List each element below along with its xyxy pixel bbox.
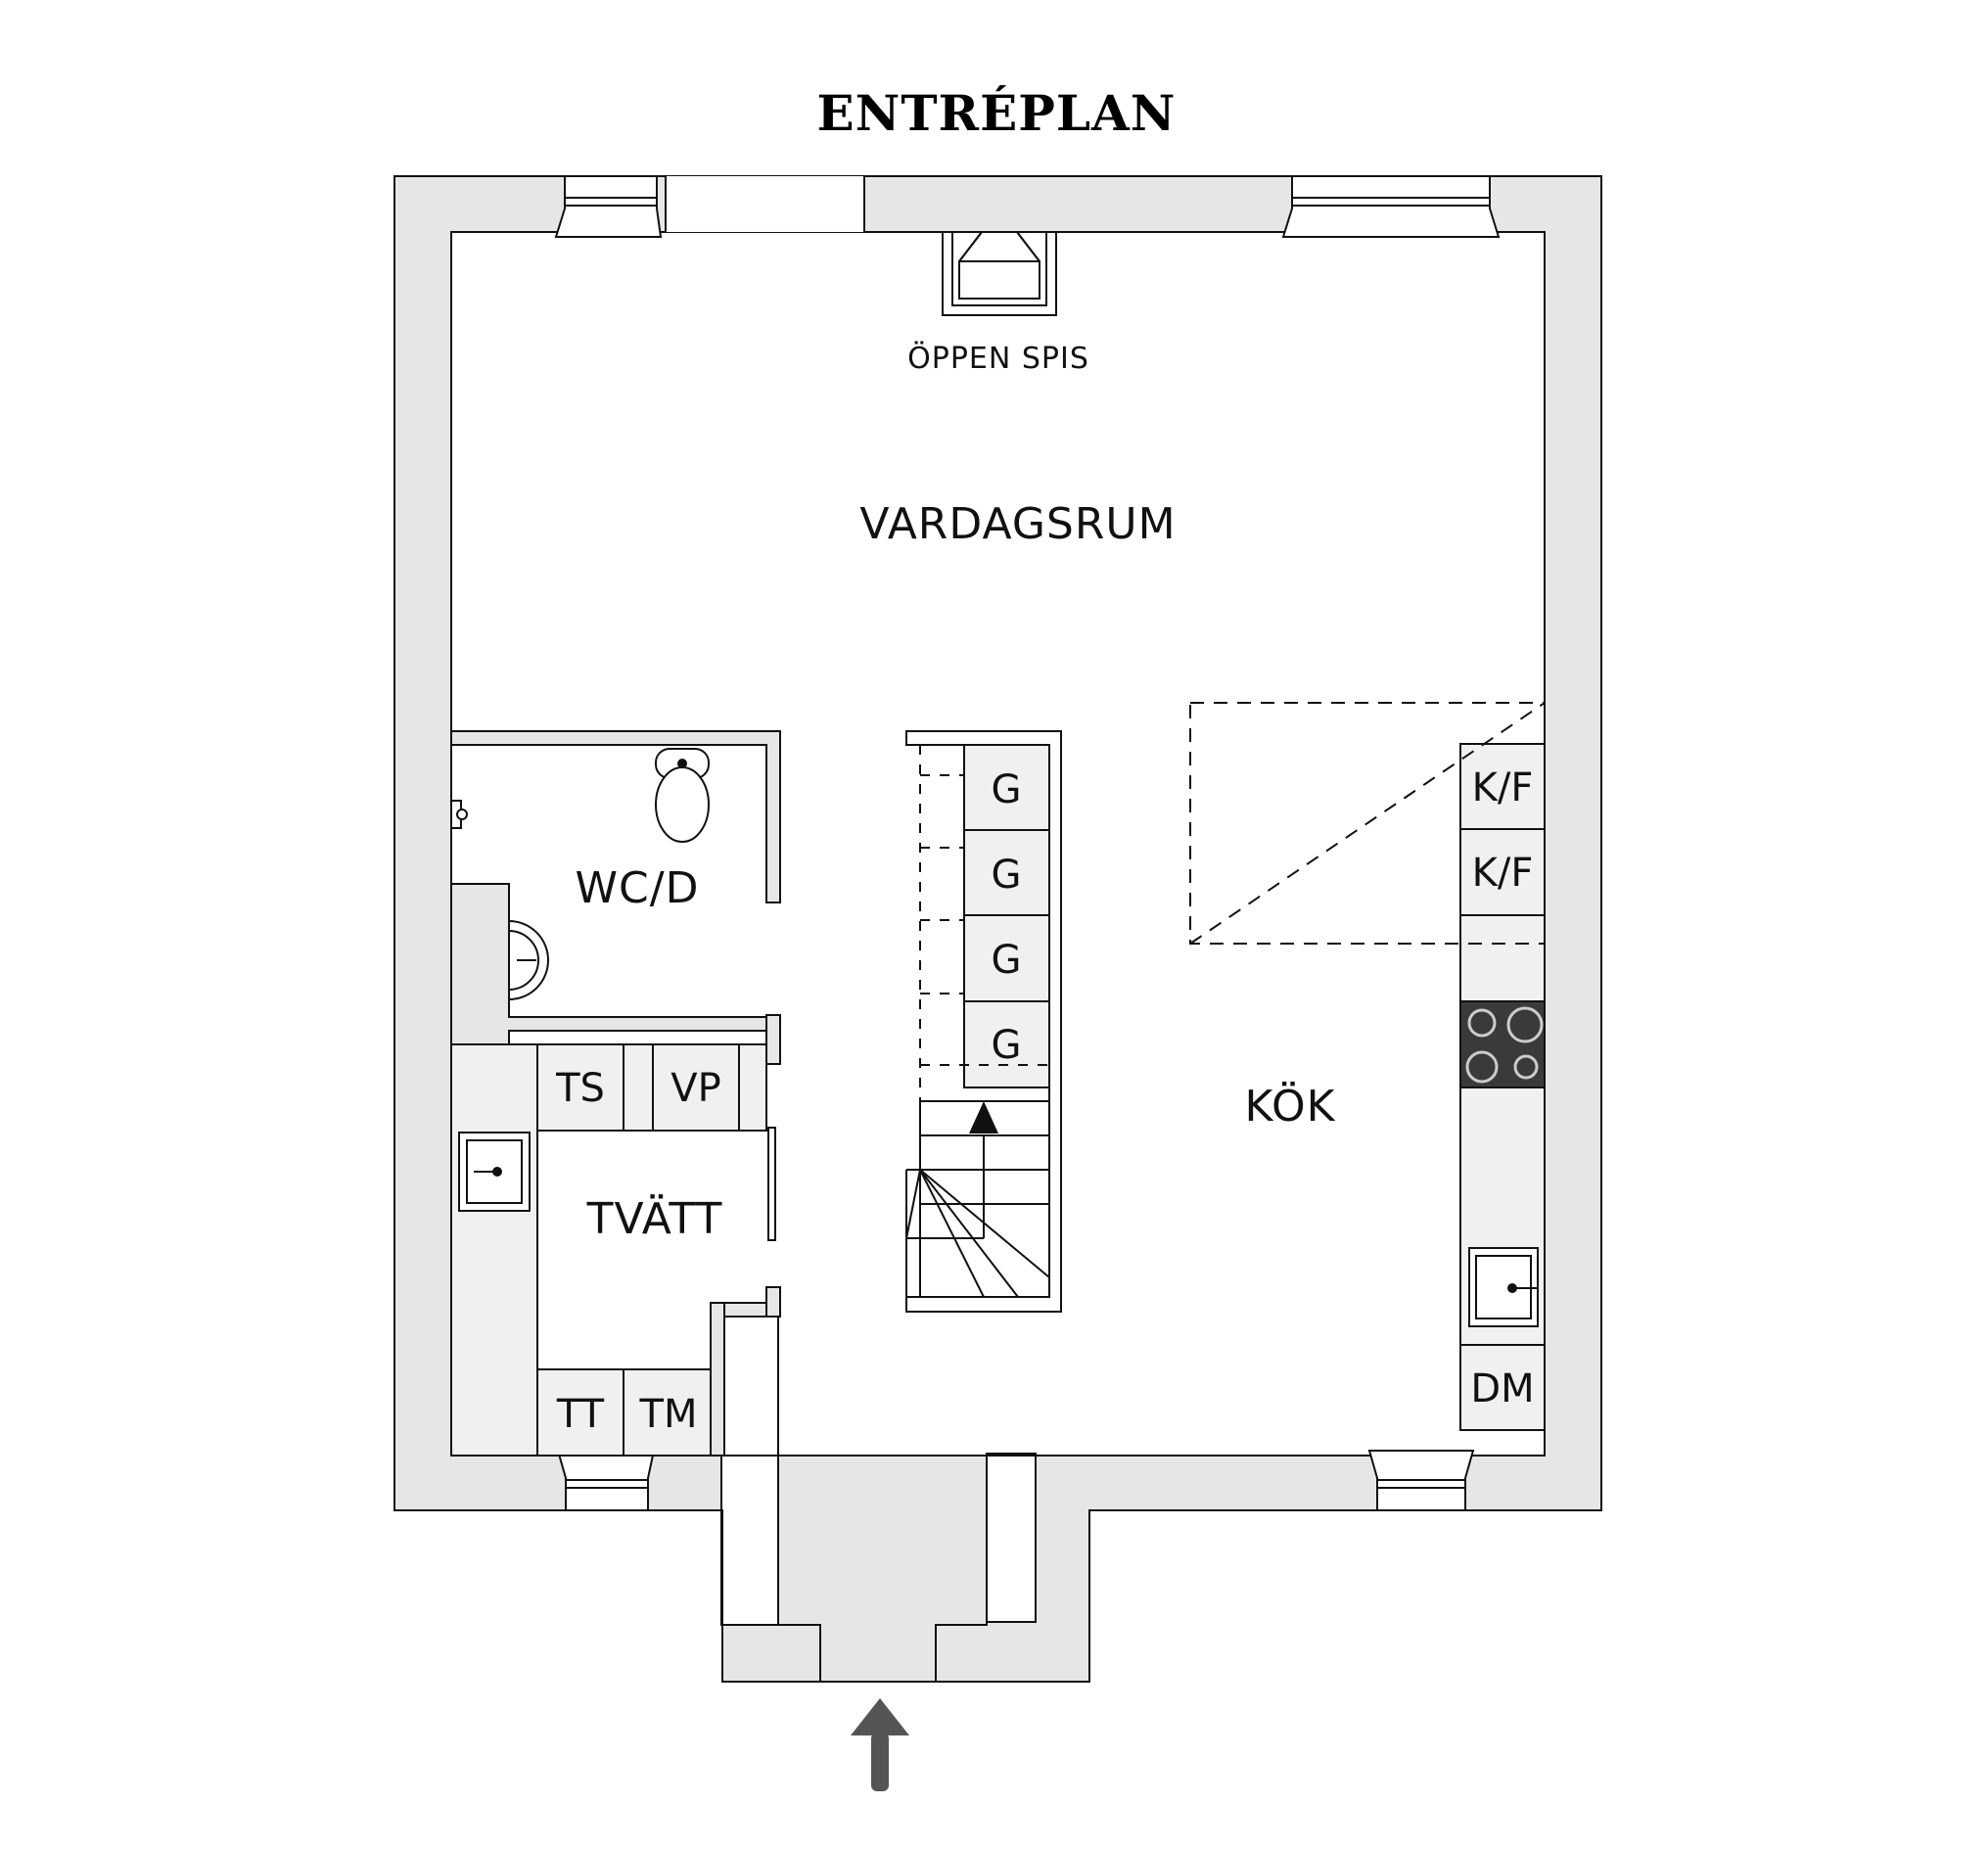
window-top-right	[1281, 175, 1501, 238]
window-top-left	[554, 175, 663, 238]
overhead-cabinet-outline	[1189, 702, 1546, 945]
room-tvatt: TVÄTT	[586, 1193, 723, 1244]
plan-title: ENTRÉPLAN	[817, 84, 1177, 142]
kitchen-fridge-2: K/F	[1472, 851, 1534, 896]
stair-arrow-icon	[969, 1101, 998, 1133]
laundry-drying-cabinet: TT	[556, 1392, 605, 1437]
kitchen-fridge-1: K/F	[1472, 765, 1534, 810]
stair-storage-4: G	[992, 1023, 1022, 1068]
wc-shower-icon	[450, 800, 468, 829]
laundry-door	[767, 1127, 776, 1241]
laundry-washing-machine: TM	[639, 1392, 698, 1437]
laundry-sink-icon	[458, 1132, 531, 1212]
fireplace-icon	[942, 231, 1057, 316]
kitchen-sink-icon	[1468, 1247, 1539, 1327]
laundry-water-heater: VP	[670, 1066, 720, 1111]
stair-storage-2: G	[992, 853, 1022, 898]
stair-dashed-edge	[919, 745, 1049, 1101]
stair-storage-3: G	[992, 938, 1022, 983]
fireplace-label: ÖPPEN SPIS	[907, 341, 1089, 376]
stove-icon	[1465, 1006, 1544, 1084]
laundry-dryer: TS	[555, 1066, 605, 1111]
wc-sink-icon	[508, 919, 549, 1001]
laundry-counter	[450, 1043, 767, 1457]
room-kok: KÖK	[1245, 1081, 1336, 1132]
toilet-icon	[655, 748, 710, 843]
entrance-arrow-icon	[851, 1698, 909, 1791]
staircase	[905, 730, 1062, 1313]
kitchen-dishwasher: DM	[1470, 1366, 1534, 1411]
room-vardagsrum: VARDAGSRUM	[859, 499, 1176, 549]
window-bottom-right	[1367, 1450, 1475, 1511]
window-bottom-left	[556, 1450, 656, 1511]
room-wc: WC/D	[576, 863, 700, 913]
stair-storage-1: G	[992, 767, 1022, 812]
